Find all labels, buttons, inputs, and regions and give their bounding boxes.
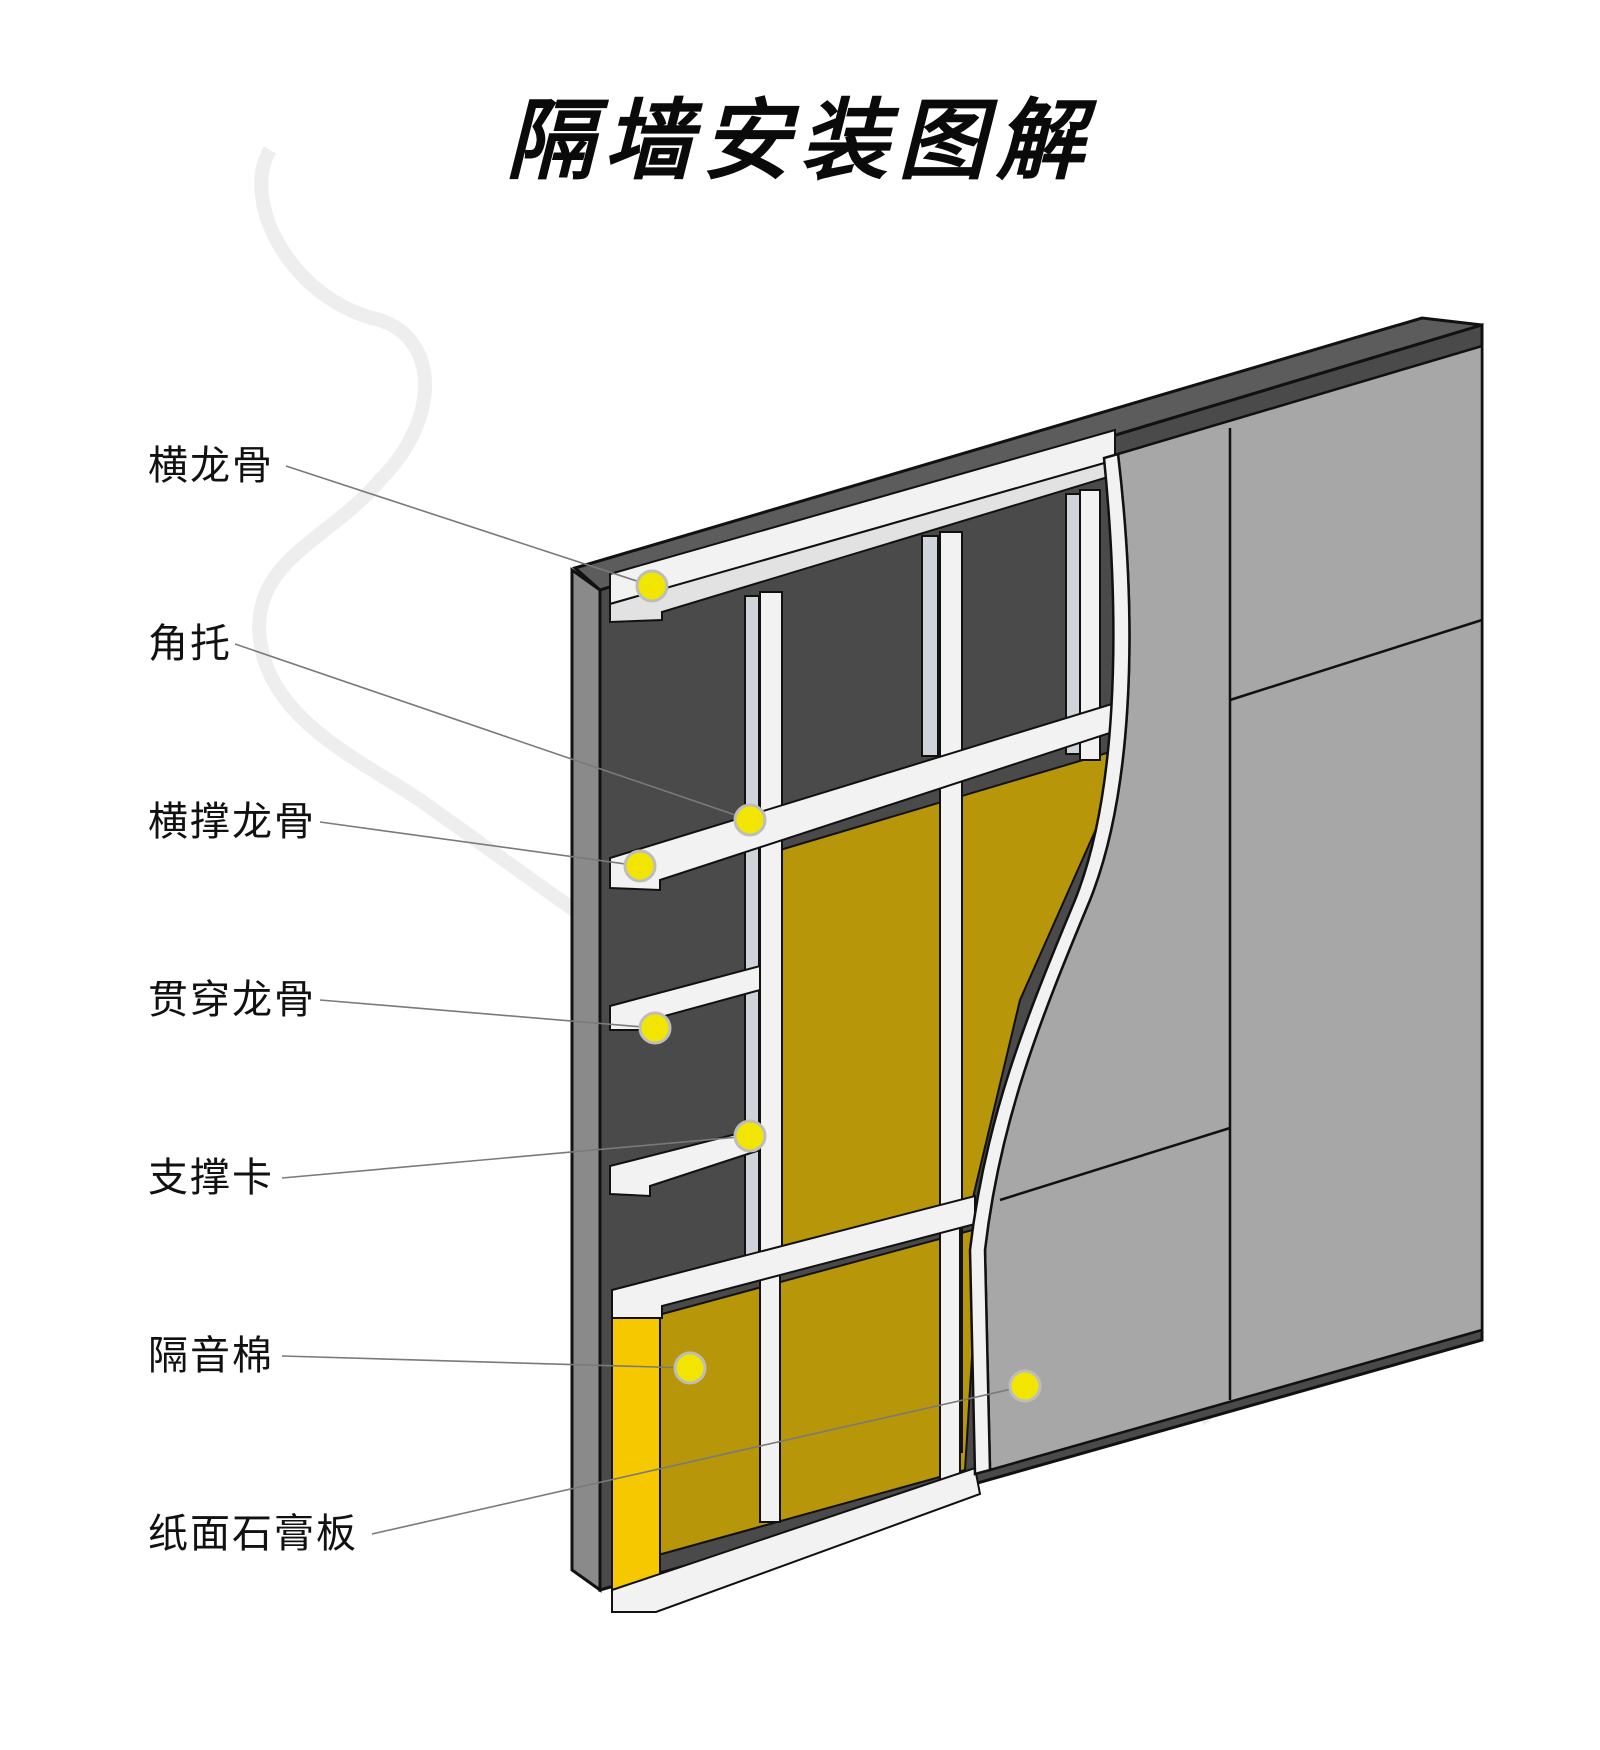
label-corner-bracket: 角托 xyxy=(148,621,232,667)
marker-cross-brace-stud xyxy=(623,849,657,883)
leader-lines xyxy=(234,465,1026,1535)
gypsum-boards xyxy=(968,344,1484,1476)
marker-gypsum-board xyxy=(1008,1369,1042,1403)
insulation-front-edge xyxy=(611,1310,661,1594)
label-cross-brace-stud: 横撑龙骨 xyxy=(148,799,316,845)
markers xyxy=(623,569,1042,1403)
label-through-stud: 贯穿龙骨 xyxy=(148,977,316,1023)
back-board-left-edge xyxy=(570,567,602,1593)
marker-sound-insulation xyxy=(673,1351,707,1385)
cross-brace-studs xyxy=(609,698,1126,1613)
label-gypsum-board: 纸面石膏板 xyxy=(148,1511,358,1557)
marker-corner-bracket xyxy=(733,803,767,837)
label-top-track: 横龙骨 xyxy=(148,443,274,489)
marker-through-stud xyxy=(638,1011,672,1045)
page-title: 隔墙安装图解 xyxy=(505,89,1094,192)
label-support-clip: 支撑卡 xyxy=(148,1155,274,1201)
marker-support-clip xyxy=(733,1119,767,1153)
label-sound-insulation: 隔音棉 xyxy=(148,1333,274,1379)
marker-top-track xyxy=(635,569,669,603)
